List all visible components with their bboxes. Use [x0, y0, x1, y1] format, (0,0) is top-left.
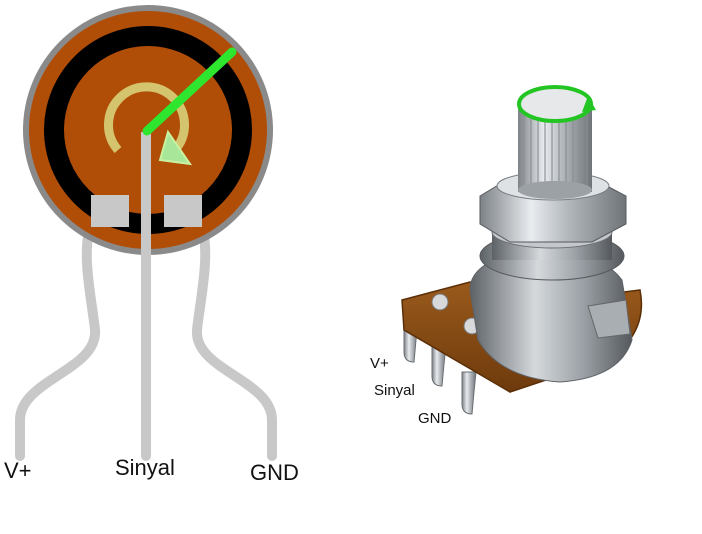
photo-label-vplus: V+: [370, 355, 389, 372]
photo-knob-arrow: [582, 96, 596, 112]
photo-label-signal: Sinyal: [374, 382, 415, 399]
pad-vplus: [91, 195, 129, 227]
wiper: [142, 47, 237, 136]
photo-knurl-lines: [523, 110, 588, 188]
lead-gnd: [192, 217, 277, 461]
photo-housing-tab: [587, 299, 631, 339]
photo-lug-3: [461, 371, 477, 415]
schematic-label-signal: Sinyal: [115, 455, 175, 480]
schematic-label-gnd: GND: [250, 460, 299, 485]
photo-lug-2: [431, 345, 447, 387]
photo-label-gnd: GND: [418, 410, 452, 427]
schematic-label-vplus: V+: [4, 458, 32, 483]
photo-shaft-bottom: [518, 181, 592, 199]
rotation-arrow-icon: [104, 82, 193, 166]
lead-vplus: [15, 217, 100, 461]
photo-shaft-top: [517, 85, 593, 123]
pad-gnd: [164, 195, 202, 227]
schematic-potentiometer: [15, 5, 277, 461]
photo-potentiometer: [401, 85, 643, 415]
photo-rivet-1: [431, 293, 449, 311]
